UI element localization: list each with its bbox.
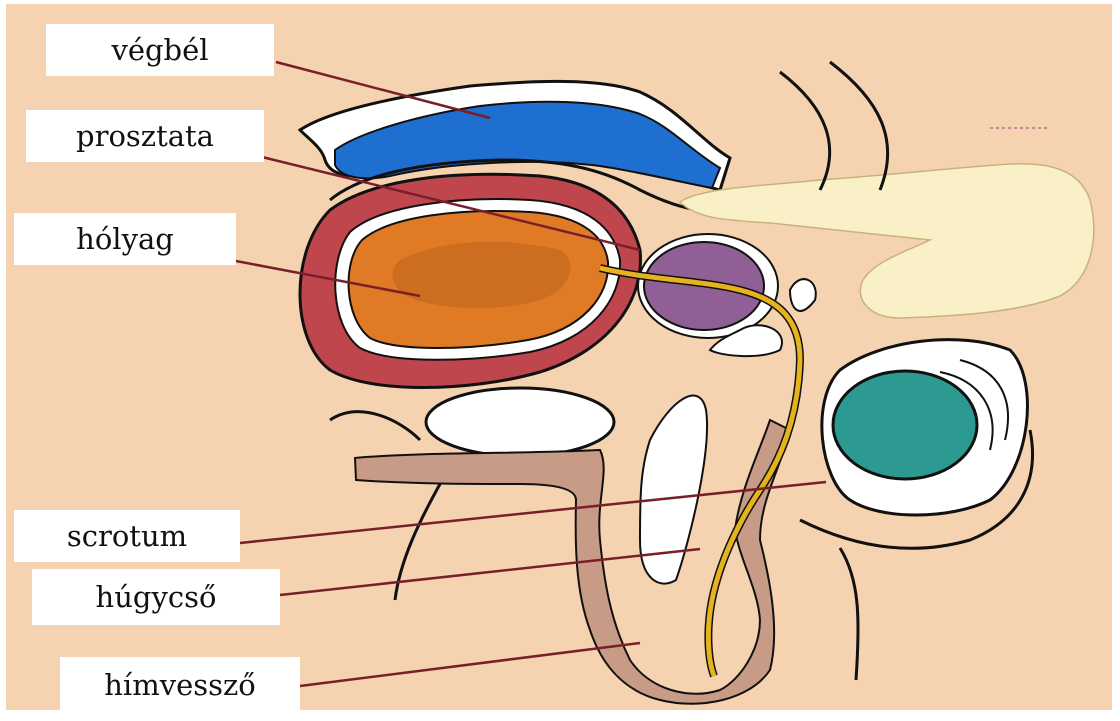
pubic-bone-shape bbox=[424, 386, 616, 458]
scrotum-outline bbox=[799, 429, 1034, 550]
leg-outline bbox=[393, 483, 442, 601]
duct-shape bbox=[788, 278, 817, 312]
leg-outline bbox=[838, 547, 860, 681]
bladder-shape bbox=[298, 172, 642, 389]
leader-line-hugycso bbox=[279, 547, 701, 597]
finger-shape bbox=[678, 162, 1095, 319]
testis-shape bbox=[820, 338, 1029, 517]
corpus-shape bbox=[638, 394, 708, 585]
leader-line-himvesszo bbox=[299, 641, 641, 688]
label-holyag: hólyag bbox=[14, 213, 236, 265]
label-prosztata: prosztata bbox=[26, 110, 264, 162]
duct-shape bbox=[708, 324, 783, 358]
leader-line-vegbel bbox=[275, 60, 491, 120]
body-outline bbox=[329, 410, 422, 442]
label-vegbel: végbél bbox=[46, 24, 274, 76]
leader-line-prosztata bbox=[261, 155, 641, 252]
urethra-shape bbox=[599, 265, 803, 677]
leader-line-holyag bbox=[235, 259, 421, 298]
body-outline bbox=[779, 70, 832, 191]
body-outline bbox=[829, 60, 890, 191]
rectum-shape bbox=[297, 79, 732, 212]
label-scrotum: scrotum bbox=[14, 510, 240, 562]
label-hugycso: húgycső bbox=[32, 569, 280, 625]
label-himvesszo: hímvessző bbox=[60, 657, 300, 713]
leader-line-scrotum bbox=[239, 480, 827, 545]
